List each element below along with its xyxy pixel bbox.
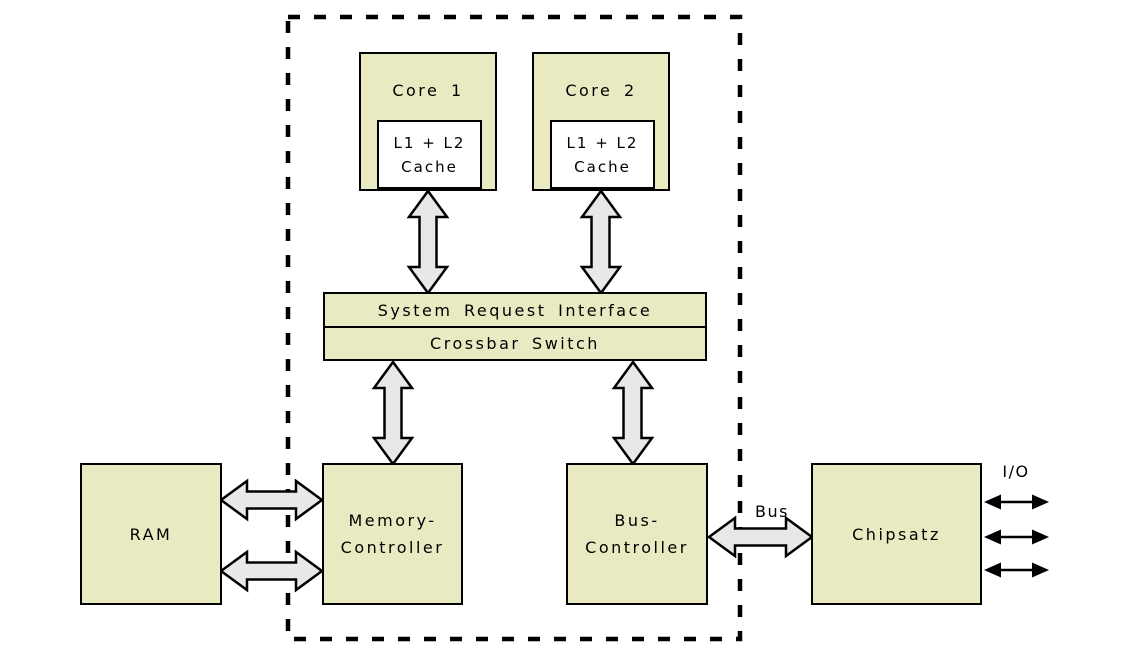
ram-box: RAM	[80, 463, 222, 605]
memory-controller-label-line2: Controller	[340, 538, 445, 557]
core1-cache-line1: L1 + L2	[393, 133, 466, 152]
core2-cache-line1: L1 + L2	[566, 133, 639, 152]
io-arrow-1-left-head	[984, 494, 1001, 510]
io-label: I/O	[1002, 462, 1030, 481]
io-arrow-3-right-head	[1032, 562, 1049, 578]
io-arrow-3-left-head	[984, 562, 1001, 578]
core1-sri-double-arrow-icon	[406, 188, 450, 296]
memory-controller-label-line1: Memory-	[348, 511, 437, 530]
ram-label: RAM	[129, 524, 173, 544]
core1-label: Core 1	[392, 81, 464, 100]
core2-cache-box: L1 + L2 Cache	[550, 120, 655, 189]
cpu-die-boundary-dashed-border	[285, 14, 743, 642]
chipsatz-label: Chipsatz	[852, 524, 941, 544]
io-arrow-3-icon	[984, 562, 1049, 578]
crossbar-switch-box: Crossbar Switch	[323, 326, 707, 361]
chipsatz-box: Chipsatz	[811, 463, 982, 605]
io-arrow-2-icon	[984, 529, 1049, 545]
bus-controller-box: Bus- Controller	[566, 463, 708, 605]
core2-sri-double-arrow-icon	[579, 188, 623, 296]
system-request-interface-box: System Request Interface	[323, 292, 707, 329]
crossbar-memory-controller-double-arrow-icon	[371, 359, 415, 467]
core2-label: Core 2	[565, 81, 637, 100]
bus-controller-label-line1: Bus-	[614, 511, 660, 530]
ram-memory-controller-double-arrow-top-icon	[218, 478, 325, 522]
bus-controller-chipsatz-double-arrow-icon	[706, 515, 815, 559]
ram-memory-controller-double-arrow-bottom-icon	[218, 549, 325, 593]
io-arrow-1-right-head	[1032, 494, 1049, 510]
crossbar-bus-controller-double-arrow-icon	[611, 359, 655, 467]
core1-cache-line2: Cache	[401, 157, 458, 176]
memory-controller-box: Memory- Controller	[322, 463, 463, 605]
bus-label: Bus	[755, 502, 789, 521]
io-arrow-1-icon	[984, 494, 1049, 510]
io-arrow-2-right-head	[1032, 529, 1049, 545]
system-request-interface-label: System Request Interface	[377, 301, 653, 320]
core1-cache-box: L1 + L2 Cache	[377, 120, 482, 189]
core2-cache-line2: Cache	[574, 157, 631, 176]
crossbar-switch-label: Crossbar Switch	[430, 334, 600, 353]
io-arrow-2-left-head	[984, 529, 1001, 545]
bus-controller-label-line2: Controller	[585, 538, 689, 557]
